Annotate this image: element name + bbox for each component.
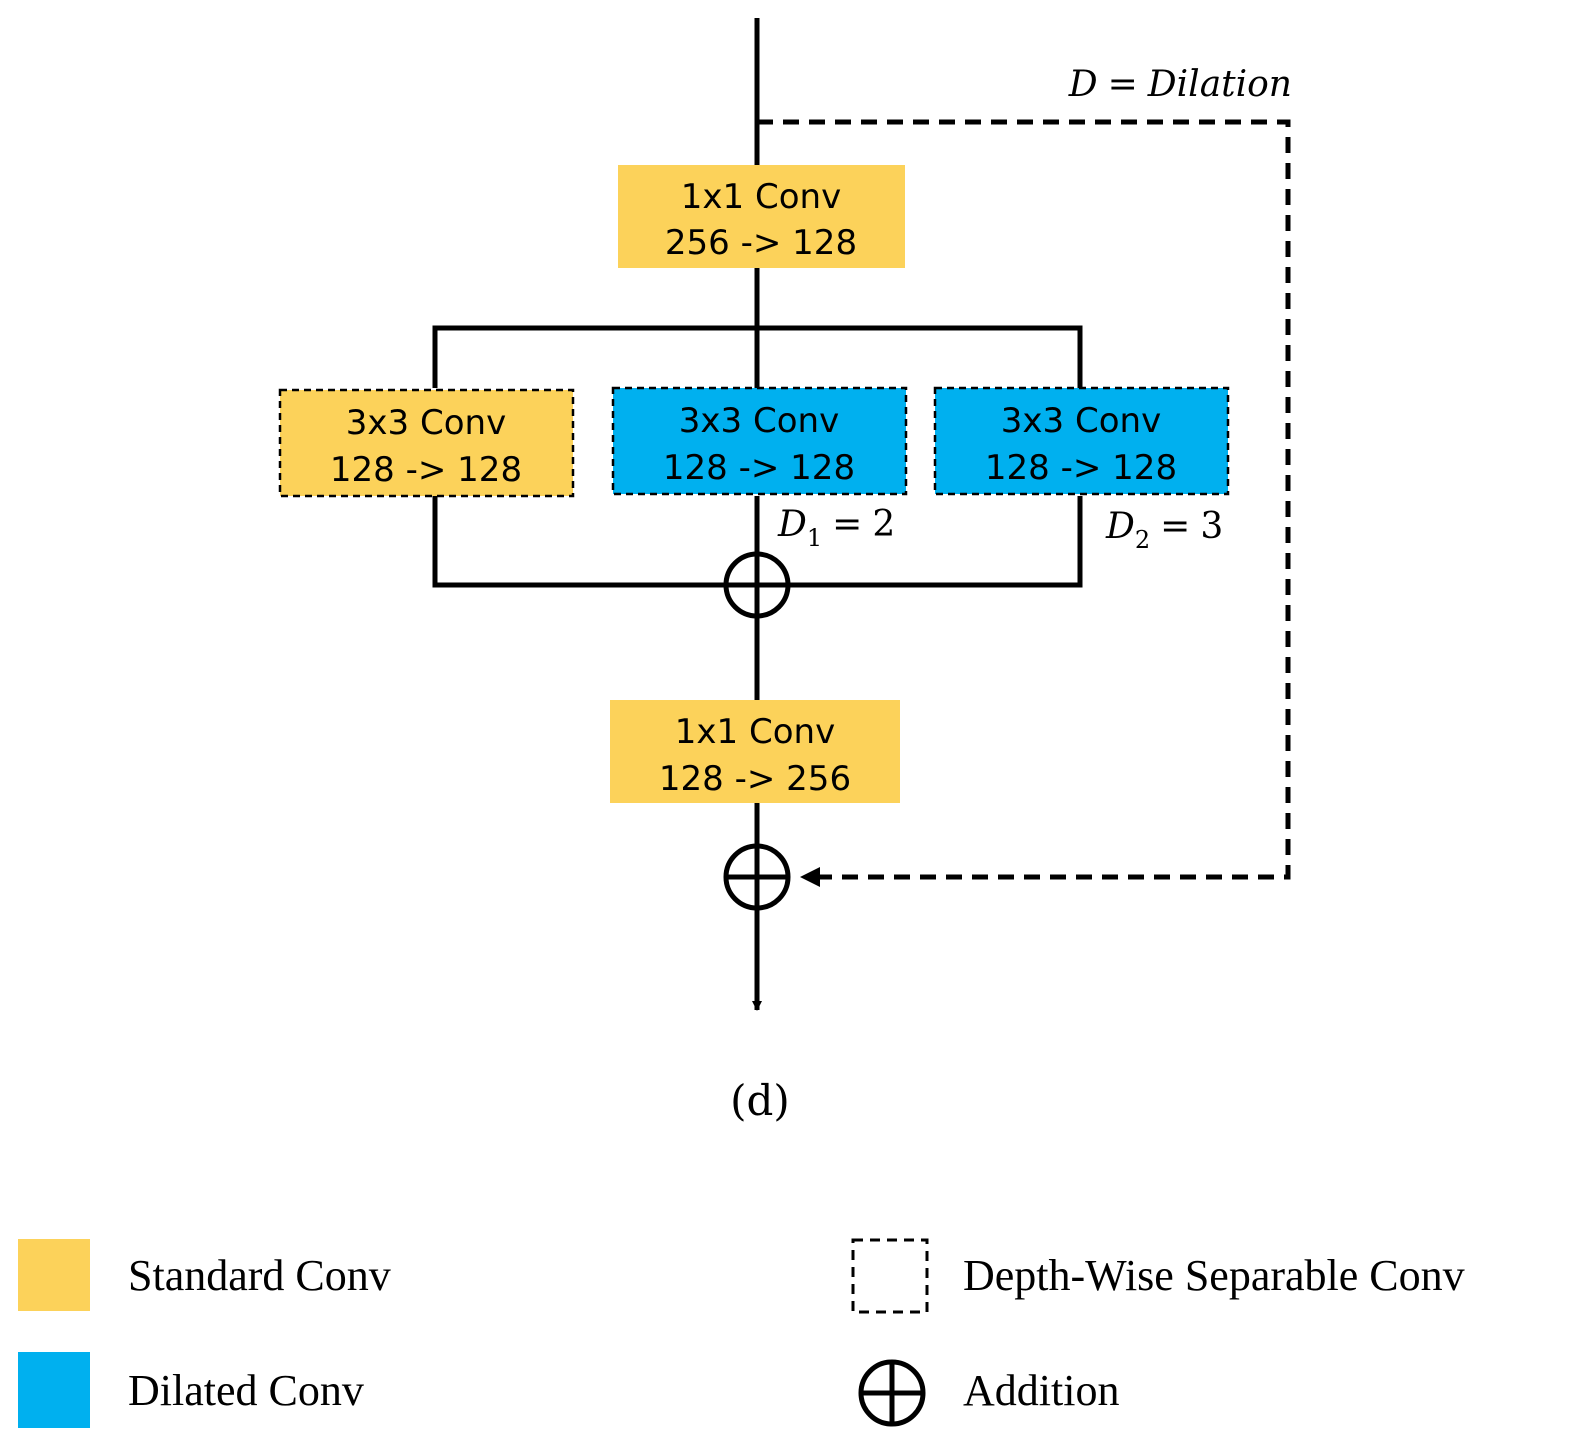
d1-label: D1=2 xyxy=(777,504,895,552)
branch-left-line1: 3x3 Conv xyxy=(346,403,506,443)
legend-depthwise-label: Depth-Wise Separable Conv xyxy=(963,1251,1465,1300)
addition-node-branches xyxy=(723,551,791,619)
conv1-box: 1x1 Conv 256 -> 128 xyxy=(618,165,905,268)
legend-addition-icon xyxy=(858,1359,926,1427)
residual-arrowhead xyxy=(800,867,820,887)
conv2-line2: 128 -> 256 xyxy=(659,759,851,799)
figure-caption: (d) xyxy=(730,1076,790,1125)
legend-dilated-swatch xyxy=(18,1352,90,1428)
merge-connector-right xyxy=(789,496,1083,588)
legend-dilated-label: Dilated Conv xyxy=(128,1366,364,1415)
addition-node-residual xyxy=(723,843,791,911)
residual-skip-connection xyxy=(757,119,1291,880)
branch-mid-box: 3x3 Conv 128 -> 128 xyxy=(611,386,908,496)
legend-depthwise-swatch xyxy=(851,1238,929,1314)
branch-right-box: 3x3 Conv 128 -> 128 xyxy=(933,386,1230,496)
conv1-line1: 1x1 Conv xyxy=(681,177,841,217)
d2-label: D2=3 xyxy=(1105,506,1223,554)
dilation-legend-label: D=Dilation xyxy=(1068,64,1292,105)
conv1-line2: 256 -> 128 xyxy=(665,223,857,263)
branch-left-box: 3x3 Conv 128 -> 128 xyxy=(278,388,575,498)
branch-left-line2: 128 -> 128 xyxy=(330,450,522,490)
branch-mid-line1: 3x3 Conv xyxy=(679,401,839,441)
conv2-line1: 1x1 Conv xyxy=(675,712,835,752)
legend-standard-swatch xyxy=(18,1239,90,1311)
legend-addition-label: Addition xyxy=(963,1366,1119,1415)
conv2-box: 1x1 Conv 128 -> 256 xyxy=(610,700,900,803)
legend: Standard Conv Dilated Conv Depth-Wise Se… xyxy=(18,1238,1465,1428)
legend-standard-label: Standard Conv xyxy=(128,1251,391,1300)
branch-right-line1: 3x3 Conv xyxy=(1001,401,1161,441)
branch-right-line2: 128 -> 128 xyxy=(985,448,1177,488)
merge-connector-left xyxy=(432,496,725,588)
split-connector xyxy=(432,325,1083,388)
branch-mid-line2: 128 -> 128 xyxy=(663,448,855,488)
